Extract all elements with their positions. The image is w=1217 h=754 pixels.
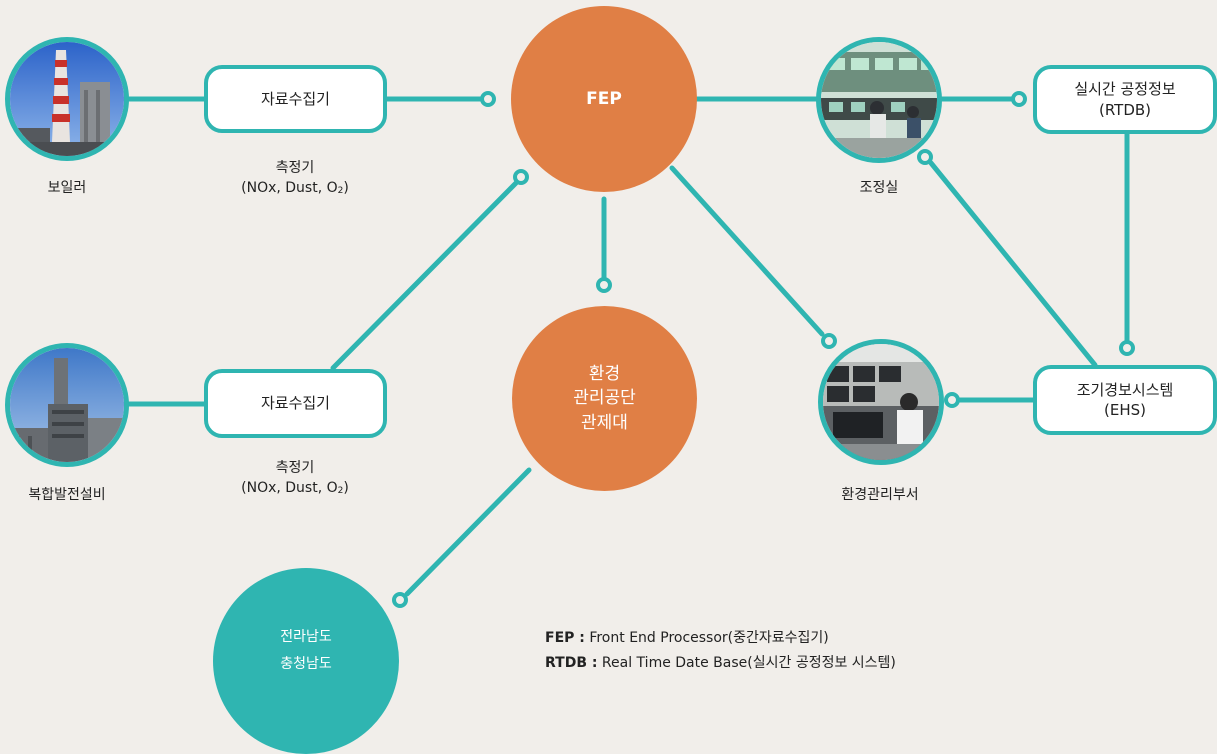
agency-label-line1: 환경 <box>588 363 621 384</box>
monitoring-network-diagram: FEP 환경 관리공단 관제대 전라남도 충청남도 자료수집기 자료수집기 실시… <box>5 6 1217 754</box>
legend-description: Real Time Date Base(실시간 공정정보 시스템) <box>601 654 896 671</box>
connector-dot <box>1119 340 1135 356</box>
legend-row: RTDB : Real Time Date Base(실시간 공정정보 시스템) <box>545 651 896 676</box>
region-hub: 전라남도 충청남도 <box>213 568 399 754</box>
ehs-box: 조기경보시스템 (EHS) <box>1033 365 1217 435</box>
line-fep-envdept <box>669 165 825 337</box>
rtdb-label-line2: (RTDB) <box>1098 100 1152 119</box>
connector-dot <box>944 392 960 408</box>
region-label-line2: 충청남도 <box>280 656 332 672</box>
fep-label: FEP <box>586 89 622 109</box>
rtdb-box: 실시간 공정정보 (RTDB) <box>1033 65 1217 134</box>
meter-title: 측정기 <box>275 460 315 476</box>
legend-description: Front End Processor(중간자료수집기) <box>589 630 829 646</box>
agency-hub: 환경 관리공단 관제대 <box>512 306 697 491</box>
connector-dot <box>392 592 408 608</box>
legend-term: FEP : <box>545 630 585 646</box>
meter-caption-top: 측정기 (NOx, Dust, O2) <box>200 158 390 199</box>
line-agency-region <box>404 467 532 597</box>
connector-dot <box>821 333 837 349</box>
data-collector-box-bottom: 자료수집기 <box>204 369 387 438</box>
ehs-label-line2: (EHS) <box>1104 401 1146 419</box>
monitoring-office-photo <box>818 339 944 465</box>
abbreviation-legend: FEP : Front End Processor(중간자료수집기) RTDB … <box>545 626 896 675</box>
data-collector-label: 자료수집기 <box>260 394 330 413</box>
data-collector-label: 자료수집기 <box>260 89 330 108</box>
control-room-caption: 조정실 <box>859 180 899 196</box>
meter-pollutants: (NOx, Dust, O2) <box>241 180 349 197</box>
legend-term: RTDB : <box>545 654 598 671</box>
connector-lines <box>122 91 1135 608</box>
line-ehs-controlroom <box>928 160 1098 368</box>
combined-plant-caption: 복합발전설비 <box>28 487 106 503</box>
agency-label-line2: 관리공단 <box>573 388 636 409</box>
env-department-caption: 환경관리부서 <box>841 487 919 503</box>
connector-dot <box>513 169 529 185</box>
rtdb-label-line1: 실시간 공정정보 <box>1074 80 1176 99</box>
control-room-photo <box>816 37 942 163</box>
boiler-caption: 보일러 <box>47 180 87 196</box>
fep-hub: FEP <box>511 6 697 192</box>
connector-dot <box>596 277 612 293</box>
power-plant-photo <box>5 343 129 467</box>
boiler-chimney-photo <box>5 37 129 161</box>
connector-dot <box>1011 91 1027 107</box>
data-collector-box-top: 자료수집기 <box>204 65 387 133</box>
legend-row: FEP : Front End Processor(중간자료수집기) <box>545 626 896 651</box>
meter-title: 측정기 <box>275 160 315 176</box>
agency-label-line3: 관제대 <box>581 412 628 433</box>
connector-dot <box>480 91 496 107</box>
ehs-label-line1: 조기경보시스템 <box>1076 380 1174 399</box>
connector-dot <box>917 149 933 165</box>
region-label-line1: 전라남도 <box>280 629 332 646</box>
line-collector2-fep <box>330 180 519 371</box>
meter-caption-bottom: 측정기 (NOx, Dust, O2) <box>200 458 390 499</box>
meter-pollutants: (NOx, Dust, O2) <box>241 480 349 497</box>
